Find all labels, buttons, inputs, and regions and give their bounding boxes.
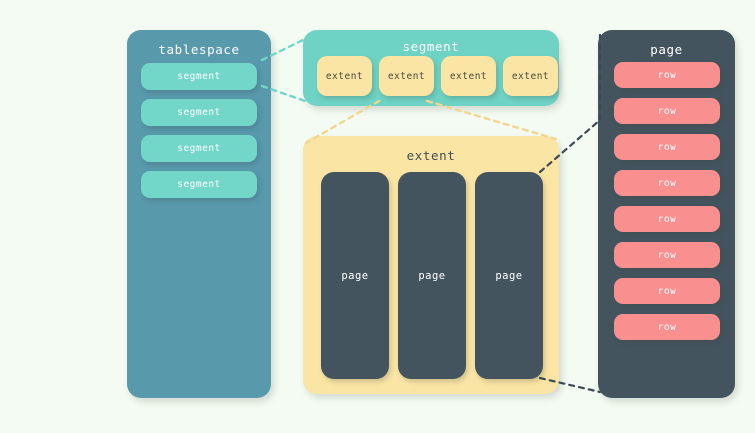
- segment-extent-item-1[interactable]: extent: [317, 56, 372, 96]
- page-row-item-1[interactable]: row: [614, 62, 720, 88]
- page-container[interactable]: page row row row row row row row row: [598, 30, 735, 398]
- segment-extent-item-3[interactable]: extent: [441, 56, 496, 96]
- page-row-item-2[interactable]: row: [614, 98, 720, 124]
- page-title: page: [650, 42, 683, 57]
- extent-container[interactable]: extent page page page: [303, 136, 559, 394]
- extent-page-item-3[interactable]: page: [475, 172, 543, 379]
- connector-segment-to-extent-right: [425, 99, 558, 141]
- extent-page-item-1[interactable]: page: [321, 172, 389, 379]
- tablespace-segment-item-2[interactable]: segment: [141, 99, 257, 126]
- page-row-item-5[interactable]: row: [614, 206, 720, 232]
- segment-extent-item-2[interactable]: extent: [379, 56, 434, 96]
- page-row-item-8[interactable]: row: [614, 314, 720, 340]
- page-row-item-4[interactable]: row: [614, 170, 720, 196]
- tablespace-container[interactable]: tablespace segment segment segment segme…: [127, 30, 271, 398]
- tablespace-segment-item-4[interactable]: segment: [141, 171, 257, 198]
- segment-extent-item-4[interactable]: extent: [503, 56, 558, 96]
- page-row-item-3[interactable]: row: [614, 134, 720, 160]
- page-row-item-6[interactable]: row: [614, 242, 720, 268]
- extent-title: extent: [406, 148, 456, 163]
- segment-title: segment: [402, 39, 460, 54]
- tablespace-segment-item-3[interactable]: segment: [141, 135, 257, 162]
- tablespace-segment-item-1[interactable]: segment: [141, 63, 257, 90]
- segment-container[interactable]: segment extent extent extent extent: [303, 30, 559, 106]
- extent-page-item-2[interactable]: page: [398, 172, 466, 379]
- page-row-item-7[interactable]: row: [614, 278, 720, 304]
- tablespace-title: tablespace: [158, 42, 240, 57]
